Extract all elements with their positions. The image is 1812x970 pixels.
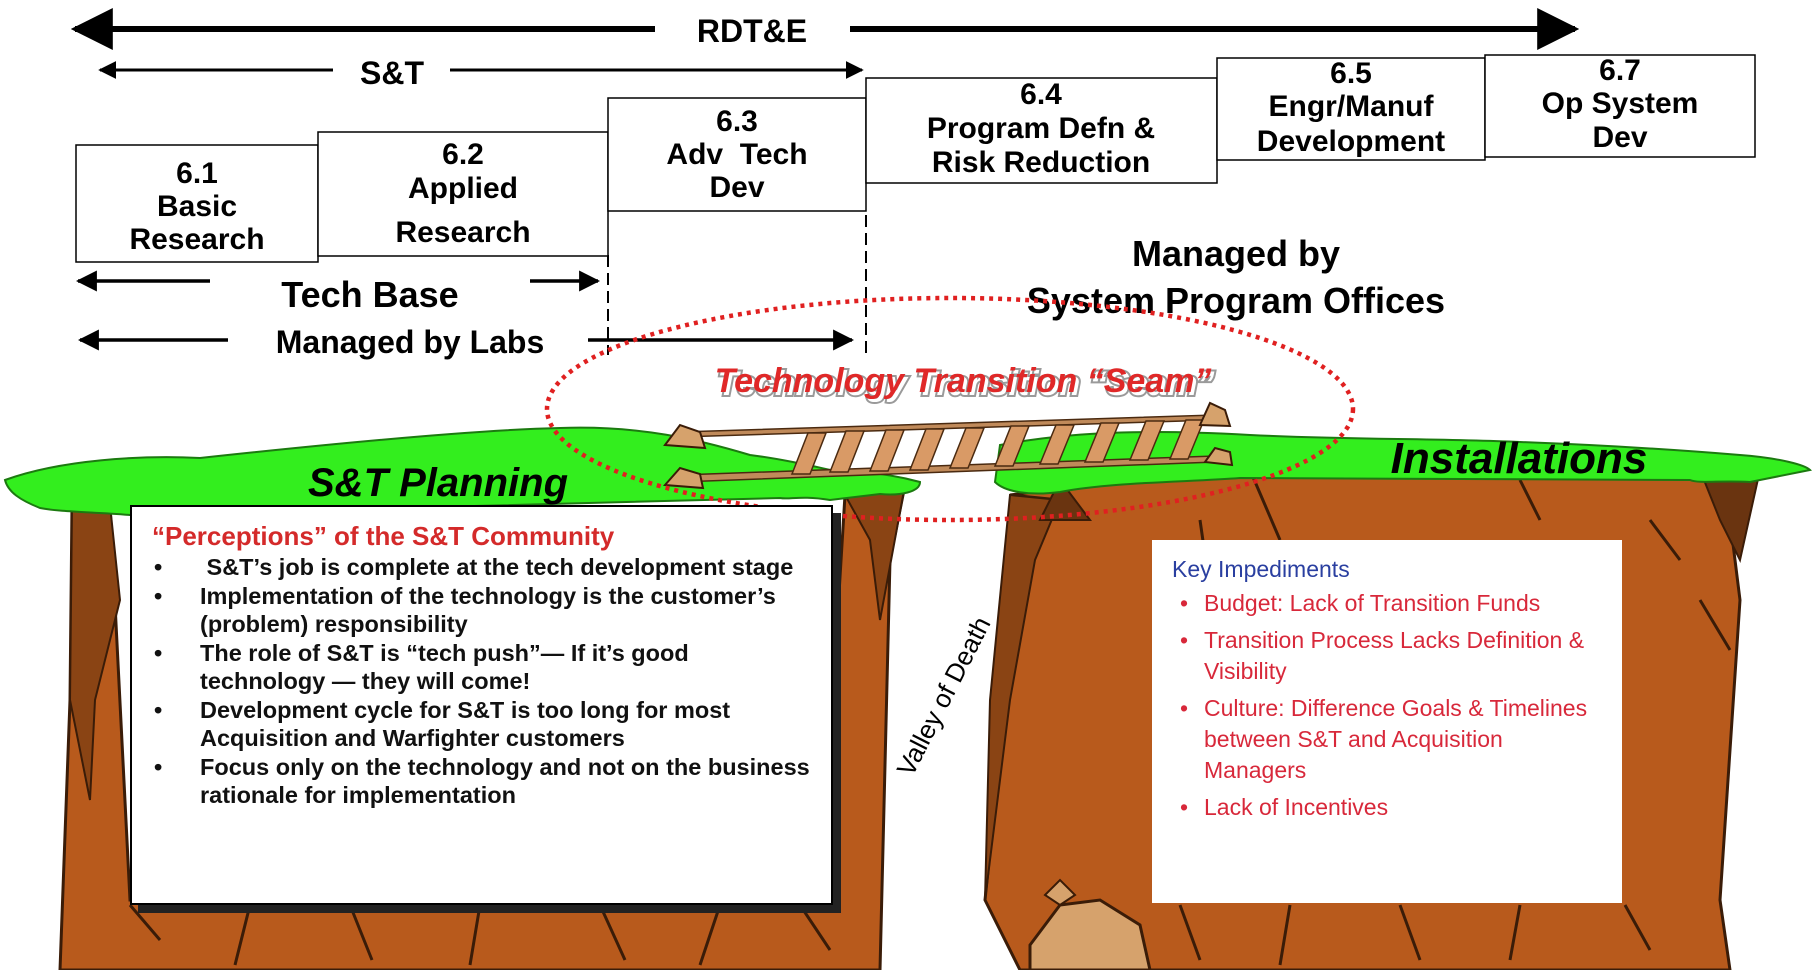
list-item-text: Lack of Incentives [1204,794,1389,820]
list-item-text: Focus only on the technology and not on … [200,753,810,809]
impediments-list: • Budget: Lack of Transition Funds • Trans… [1172,588,1608,823]
list-item-text: The role of S&T is “tech push”— If it’s … [200,639,689,695]
phase-code: 6.2 [442,138,484,171]
phase-line: Risk Reduction [932,146,1150,179]
bullet-icon: • [1180,627,1189,653]
list-item-text: Development cycle for S&T is too long fo… [200,696,731,752]
phase-box-6-3: 6.3 Adv Tech Dev [607,97,867,212]
phase-code: 6.4 [1020,78,1062,111]
bullet-icon: • [1180,590,1189,616]
bullet-icon: • [154,639,163,666]
list-item: • Budget: Lack of Transition Funds [1172,588,1608,619]
phase-line: Basic [157,190,237,223]
perceptions-title: “Perceptions” of the S&T Community [152,521,615,551]
phase-line: Development [1257,125,1445,158]
phase-box-6-4: 6.4 Program Defn & Risk Reduction [865,77,1218,184]
tech-base-label: Tech Base [281,274,458,315]
phase-box-6-1: 6.1 Basic Research [75,144,319,263]
phase-line: Adv Tech [666,138,807,171]
bullet-icon: • [154,582,163,609]
phase-box-6-7: 6.7 Op System Dev [1484,54,1756,158]
valley-rocks [1028,878,1152,970]
list-item: • Lack of Incentives [1172,792,1608,823]
list-item-text: Implementation of the technology is the … [200,582,776,638]
perceptions-list: • S&T’s job is complete at the tech deve… [152,553,817,810]
bridge [662,401,1234,490]
installations-label: Installations [1391,434,1648,483]
list-item-text: Budget: Lack of Transition Funds [1204,590,1541,616]
list-item: • Transition Process Lacks Definition & V… [1172,625,1608,687]
phase-box-6-5: 6.5 Engr/Manuf Development [1216,57,1486,161]
impediments-panel: Key Impediments • Budget: Lack of Transit… [1152,540,1622,903]
tech-base-arrow: Tech Base [75,270,601,315]
phase-code: 6.7 [1599,54,1641,87]
bullet-icon: • [1180,794,1189,820]
impediments-title: Key Impediments [1172,556,1350,582]
phase-line: Applied [408,172,518,205]
phase-line: Program Defn & [927,112,1155,145]
phase-line: Research [129,223,264,256]
list-item: • S&T’s job is complete at the tech deve… [152,553,817,582]
phase-line: Engr/Manuf [1269,90,1435,123]
phase-box-6-2: 6.2 Applied Research [317,131,609,257]
phase-code: 6.1 [176,157,218,190]
valley-of-death-label: Valley of Death [891,612,997,781]
st-arrow: S&T [98,55,864,91]
bullet-icon: • [154,753,163,780]
phase-line: Dev [709,171,764,204]
phase-line: Dev [1592,121,1647,154]
phase-line: Research [395,216,530,249]
st-label: S&T [360,55,424,91]
phase-line: Op System [1542,87,1699,120]
list-item-text: Transition Process Lacks Definition & Vi… [1204,627,1585,684]
bullet-icon: • [1180,695,1189,721]
list-item: • Culture: Difference Goals & Timelines b… [1172,693,1608,786]
list-item-text: Culture: Difference Goals & Timelines be… [1204,695,1588,783]
list-item: • Implementation of the technology is the… [152,582,817,639]
list-item: • Focus only on the technology and not on… [152,753,817,810]
list-item: • Development cycle for S&T is too long f… [152,696,817,753]
managed-by-label: Managed by [1132,233,1340,274]
rdte-label: RDT&E [697,13,807,49]
perceptions-panel: “Perceptions” of the S&T Community • S&T… [130,505,833,905]
seam-ellipse [544,295,1356,523]
phase-code: 6.5 [1330,57,1372,90]
system-program-offices-label: System Program Offices [1027,280,1445,321]
right-grass [993,431,1812,495]
bullet-icon: • [154,554,163,580]
list-item: • The role of S&T is “tech push”— If it’s… [152,639,817,696]
seam-label: Technology Transition “Seam” [715,362,1212,400]
st-planning-label: S&T Planning [308,461,568,505]
managed-by-labs-arrow: Managed by Labs [77,324,855,360]
managed-by-labs-label: Managed by Labs [276,324,545,360]
phase-code: 6.3 [716,105,758,138]
rdte-arrow: RDT&E [70,8,1580,50]
list-item-text: S&T’s job is complete at the tech develo… [200,554,794,580]
bullet-icon: • [154,696,163,723]
seam-label-shadow: Technology Transition “Seam” [718,365,1215,403]
